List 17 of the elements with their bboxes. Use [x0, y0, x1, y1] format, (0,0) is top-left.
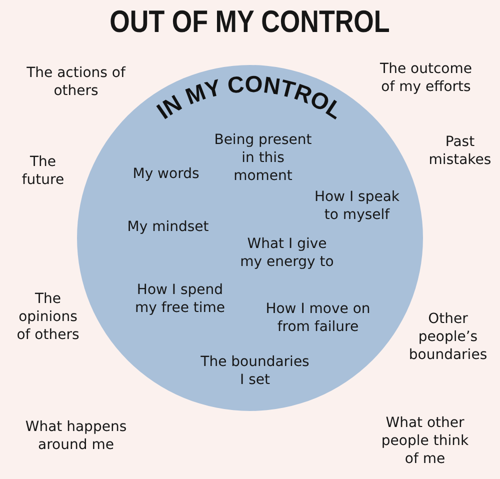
in-control-item: How I speak to myself — [313, 188, 401, 224]
out-of-control-item: The actions of others — [26, 64, 127, 100]
in-control-item: Being present in this moment — [213, 131, 313, 185]
out-of-control-item: The outcome of my efforts — [379, 60, 473, 96]
in-control-item: My mindset — [127, 218, 209, 236]
in-control-item: How I spend my free time — [134, 281, 226, 317]
in-control-item: My words — [132, 165, 200, 183]
in-control-item: What I give my energy to — [239, 235, 335, 271]
out-of-control-item: What happens around me — [24, 418, 128, 454]
out-of-control-item: The future — [20, 153, 66, 189]
in-control-item: The boundaries I set — [200, 353, 310, 389]
out-of-control-item: Past mistakes — [428, 133, 492, 169]
out-of-control-item: Other people’s boundaries — [408, 310, 488, 364]
out-of-control-item: What other people think of me — [380, 414, 470, 468]
out-of-control-item: The opinions of others — [16, 290, 80, 344]
title: OUT OF MY CONTROL — [110, 4, 390, 40]
in-control-item: How I move on from failure — [264, 300, 372, 336]
